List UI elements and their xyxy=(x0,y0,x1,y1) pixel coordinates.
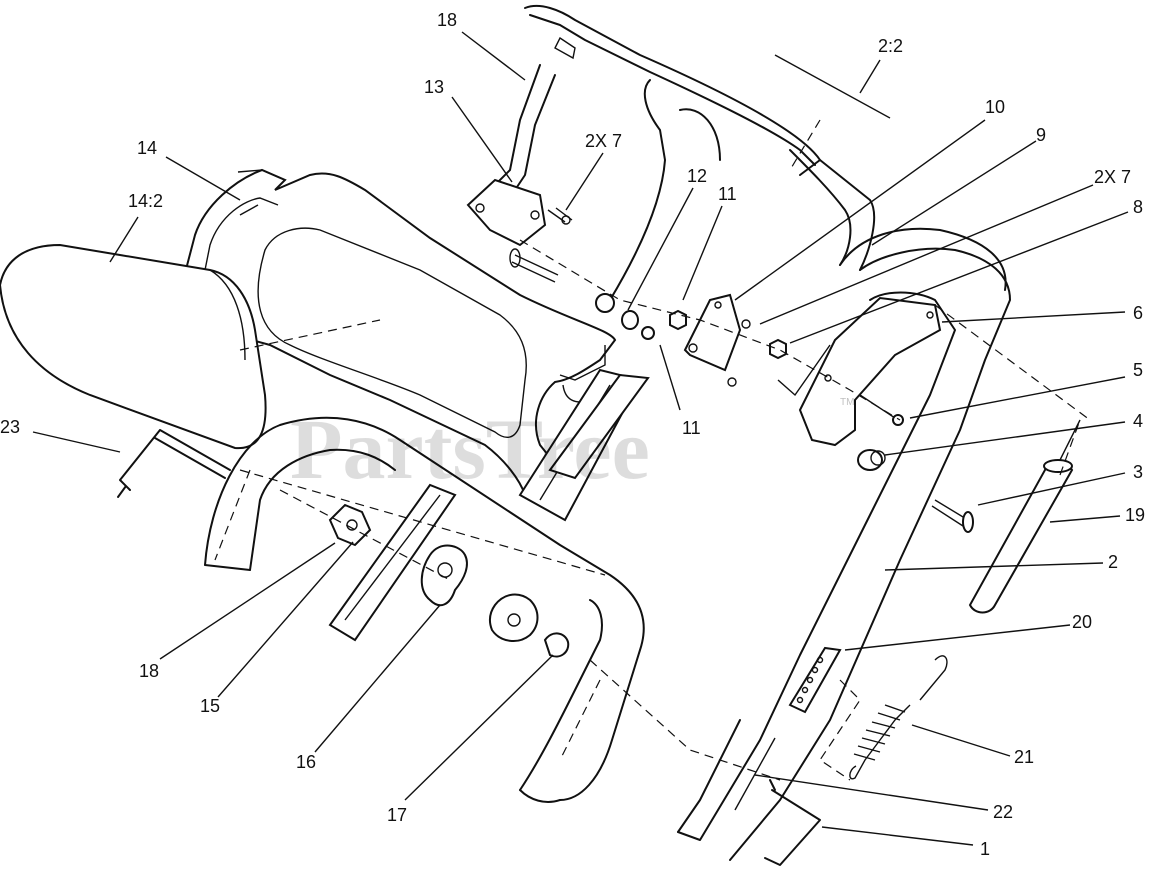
callout-2x7-upper: 2X 7 xyxy=(585,131,622,151)
callout-11-upper: 11 xyxy=(718,184,737,204)
callout-6: 6 xyxy=(1133,303,1143,323)
lower-handle-tube xyxy=(204,416,645,803)
callout-3: 3 xyxy=(1133,462,1143,482)
console-panel xyxy=(524,4,876,301)
watermark: PartsTree xyxy=(290,401,650,497)
callout-17: 17 xyxy=(387,805,407,825)
knob-17 xyxy=(488,593,570,658)
callout-21: 21 xyxy=(1014,747,1034,767)
carriage-bolt xyxy=(509,248,559,283)
callout-14-2: 14:2 xyxy=(128,191,163,211)
upper-handle-tube-2 xyxy=(677,227,1011,861)
callout-10: 10 xyxy=(985,97,1005,117)
grip-19 xyxy=(968,419,1081,614)
bracket-10 xyxy=(683,293,742,372)
callout-18-lower: 18 xyxy=(139,661,159,681)
callout-1: 1 xyxy=(980,839,990,859)
callout-16: 16 xyxy=(296,752,316,772)
cable-bracket xyxy=(466,64,556,247)
callout-18-top: 18 xyxy=(437,10,457,30)
callout-15: 15 xyxy=(200,696,220,716)
decal-2-2 xyxy=(774,54,891,119)
callout-13: 13 xyxy=(424,77,444,97)
callout-2x7-right: 2X 7 xyxy=(1094,167,1131,187)
foam-pad xyxy=(0,243,267,450)
bolt-5 xyxy=(859,394,904,426)
callout-23: 23 xyxy=(0,417,20,437)
spacer-12 xyxy=(595,293,655,340)
grip-shroud xyxy=(176,168,617,497)
callout-14: 14 xyxy=(137,138,157,158)
plate-20 xyxy=(788,646,842,714)
callout-19: 19 xyxy=(1125,505,1145,525)
leader-lines xyxy=(32,31,1129,846)
nut-8 xyxy=(769,338,787,360)
callout-2: 2 xyxy=(1108,552,1118,572)
callout-5: 5 xyxy=(1133,360,1143,380)
knob-4 xyxy=(857,449,886,471)
clip-23 xyxy=(117,429,231,498)
spring-21 xyxy=(849,655,948,780)
callout-20: 20 xyxy=(1072,612,1092,632)
slotted-strap xyxy=(328,483,457,642)
bracket-6 xyxy=(777,296,942,447)
callout-2-2: 2:2 xyxy=(878,36,903,56)
callout-22: 22 xyxy=(993,802,1013,822)
knob-16 xyxy=(420,544,468,607)
screws-7-right xyxy=(727,319,751,387)
watermark-tm: TM xyxy=(840,397,854,408)
console-lower-plate xyxy=(548,373,650,480)
bolt-3 xyxy=(931,499,974,533)
callout-11-lower: 11 xyxy=(682,418,701,438)
callout-8: 8 xyxy=(1133,197,1143,217)
callout-12: 12 xyxy=(687,166,707,186)
lever-1 xyxy=(764,779,821,866)
pin-22 xyxy=(734,737,776,811)
cam-15 xyxy=(328,503,372,547)
screws-7-upper xyxy=(547,207,573,225)
callout-9: 9 xyxy=(1036,125,1046,145)
callout-4: 4 xyxy=(1133,411,1143,431)
